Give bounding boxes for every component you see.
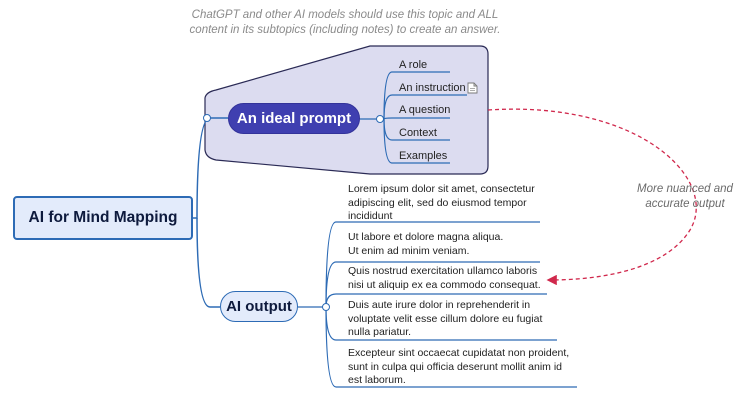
output-item[interactable]: Quis nostrud exercitation ullamco labori… (348, 265, 541, 291)
note-icon[interactable] (467, 82, 478, 94)
subtopic-question[interactable]: A question (399, 104, 451, 116)
collapse-toggle-icon[interactable] (203, 114, 211, 122)
collapse-toggle-icon[interactable] (376, 115, 384, 123)
output-item[interactable]: Ut labore et dolore magna aliqua. Ut eni… (348, 231, 504, 257)
subtopic-context[interactable]: Context (399, 127, 437, 139)
relationship-label: More nuanced and accurate output (637, 183, 733, 210)
collapse-toggle-icon[interactable] (322, 303, 330, 311)
branch-line-output (196, 217, 220, 308)
subtopic-instruction[interactable]: An instruction (399, 82, 466, 94)
subtopic-examples[interactable]: Examples (399, 150, 448, 162)
output-item[interactable]: Duis aute irure dolor in reprehenderit i… (348, 299, 543, 338)
topic-note-text: ChatGPT and other AI models should use t… (189, 9, 501, 36)
output-topic[interactable]: AI output (220, 291, 298, 322)
prompt-subtopic-lines (360, 71, 467, 164)
central-topic[interactable]: AI for Mind Mapping (13, 196, 193, 240)
subtopic-role[interactable]: A role (399, 59, 428, 71)
prompt-topic[interactable]: An ideal prompt (228, 103, 360, 134)
output-item[interactable]: Lorem ipsum dolor sit amet, consectetur … (348, 183, 535, 222)
output-item[interactable]: Excepteur sint occaecat cupidatat non pr… (348, 347, 570, 386)
relationship-arrow[interactable] (487, 108, 697, 286)
